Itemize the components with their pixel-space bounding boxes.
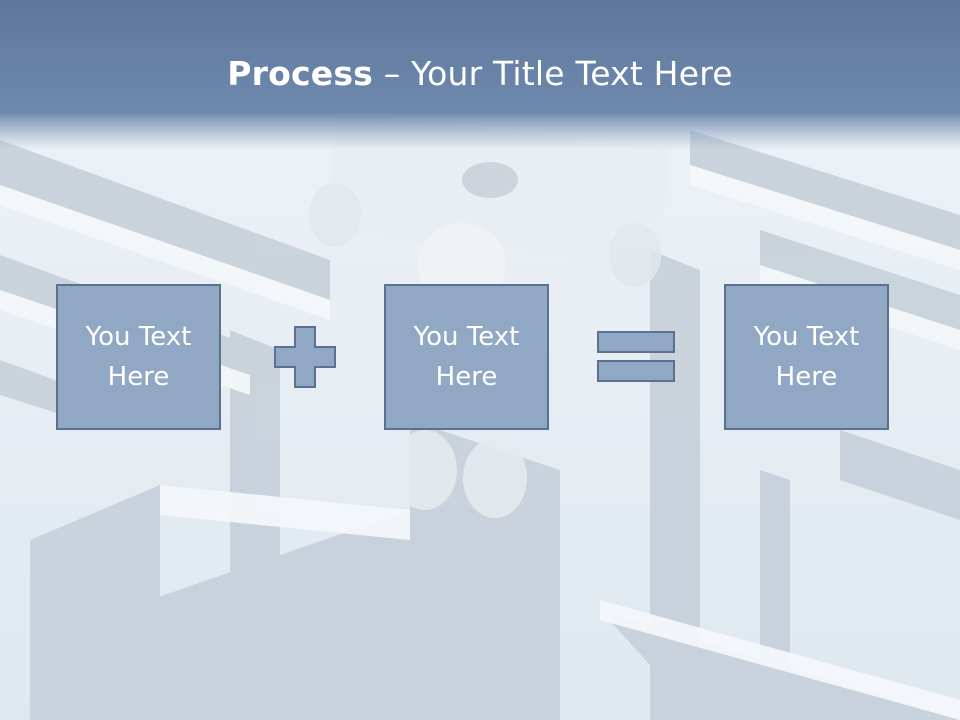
text-box-2[interactable]: You Text Here: [384, 284, 549, 430]
text-box-1-label: You Text Here: [85, 322, 192, 392]
page-title: Process – Your Title Text Here: [0, 52, 960, 96]
equals-icon: [597, 331, 675, 382]
title-bold: Process: [227, 54, 374, 93]
text-box-3-label: You Text Here: [753, 322, 860, 392]
text-box-1[interactable]: You Text Here: [56, 284, 221, 430]
text-box-2-label: You Text Here: [413, 322, 520, 392]
text-box-3[interactable]: You Text Here: [724, 284, 889, 430]
plus-icon: [274, 326, 336, 388]
title-rest: – Your Title Text Here: [373, 54, 733, 93]
